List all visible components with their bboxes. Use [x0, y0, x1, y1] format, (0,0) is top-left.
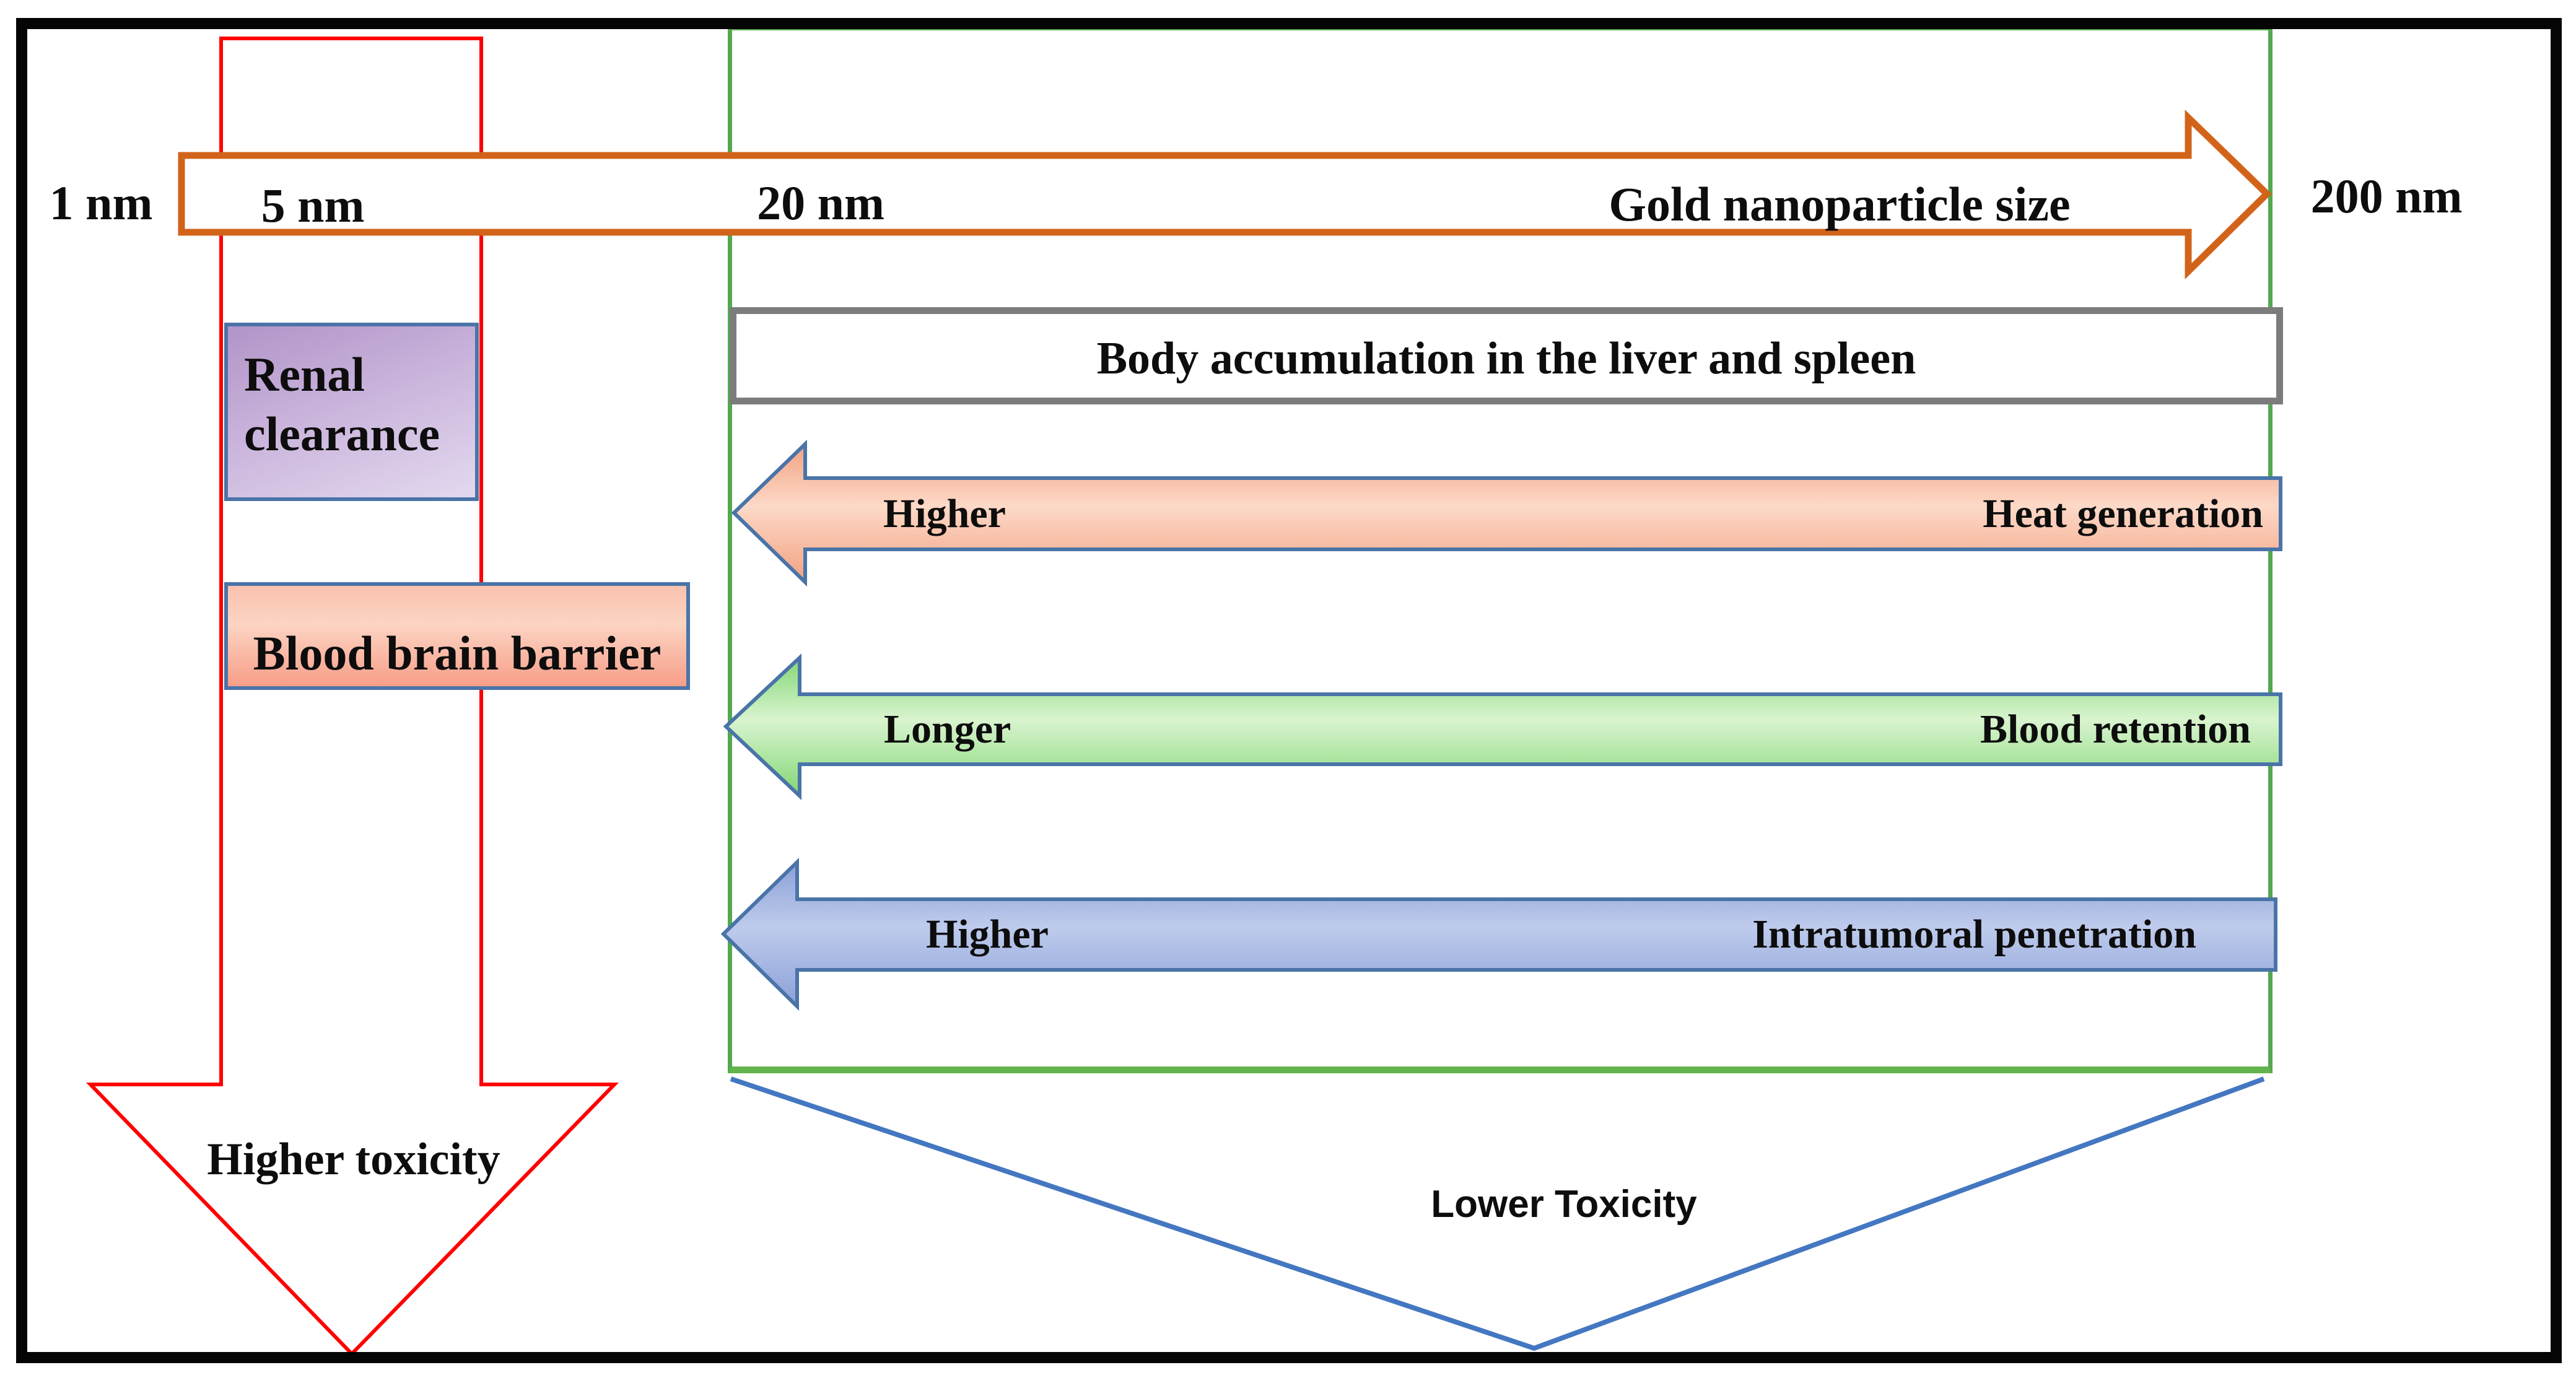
size-label-200nm: 200 nm — [2310, 169, 2463, 223]
size-label-5nm: 5 nm — [261, 178, 365, 232]
heat-generation-arrow — [731, 439, 2282, 587]
heat-qualifier-label: Higher — [883, 491, 1006, 536]
lower-toxicity-funnel — [730, 1076, 2265, 1351]
size-label-1nm: 1 nm — [49, 176, 153, 230]
blood-brain-barrier-label: Blood brain barrier — [253, 626, 661, 680]
retention-qualifier-label: Longer — [884, 706, 1011, 752]
heat-generation-text-row: Higher Heat generation — [805, 478, 2281, 549]
intratumoral-penetration-label: Intratumoral penetration — [1752, 912, 2196, 957]
body-accumulation-label: Body accumulation in the liver and splee… — [1096, 333, 1916, 384]
renal-clearance-label: Renal clearance — [244, 347, 440, 461]
blood-retention-label: Blood retention — [1980, 706, 2251, 752]
blood-retention-text-row: Longer Blood retention — [800, 694, 2281, 764]
lower-toxicity-label: Lower Toxicity — [1431, 1183, 1697, 1226]
intratumoral-text-row: Higher Intratumoral penetration — [797, 899, 2276, 970]
blood-retention-arrow — [723, 653, 2282, 800]
blood-brain-barrier-box: Blood brain barrier — [224, 582, 690, 690]
intratumoral-penetration-arrow — [720, 857, 2277, 1011]
size-axis-title: Gold nanoparticle size — [1609, 177, 2071, 231]
higher-toxicity-label: Higher toxicity — [207, 1134, 500, 1185]
intratumoral-qualifier-label: Higher — [926, 912, 1049, 957]
heat-generation-label: Heat generation — [1983, 491, 2263, 536]
body-accumulation-box: Body accumulation in the liver and splee… — [730, 307, 2283, 404]
gold-size-arrow — [178, 110, 2272, 280]
renal-clearance-box: Renal clearance — [224, 323, 479, 501]
size-label-20nm: 20 nm — [757, 176, 884, 230]
